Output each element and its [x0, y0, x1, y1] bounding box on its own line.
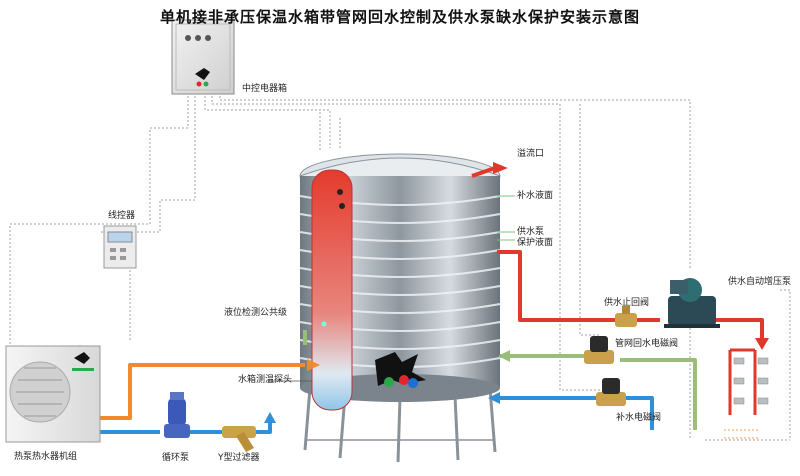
booster-pump-label: 供水自动增压泵 [728, 277, 792, 287]
protect-level-label: 保护液面 [517, 238, 554, 248]
y-filter [222, 426, 256, 452]
wire-controller [103, 225, 137, 269]
cold-pipe [100, 420, 272, 434]
hot-supply-pipe [715, 318, 764, 340]
makeup-valve-label: 补水电磁阀 [616, 413, 662, 423]
check-valve-label: 供水止回阀 [604, 298, 650, 308]
water-tank [299, 153, 501, 411]
warm-pipe [100, 363, 305, 420]
return-valve-label: 管网回水电磁阀 [615, 339, 679, 349]
y-filter-label: Y型过滤器 [218, 453, 260, 463]
diagram-title: 单机接非承压保温水箱带管网回水控制及供水泵缺水保护安装示意图 [159, 8, 640, 26]
cold-makeup-pipe [495, 396, 654, 430]
outlet-manifold [724, 348, 769, 439]
booster-pump [664, 278, 720, 328]
flow-arrows [264, 162, 769, 423]
tank-sensor-dot [408, 378, 418, 388]
level-common-label: 液位检测公共级 [224, 308, 288, 318]
return-pipe [500, 354, 697, 430]
temp-probe-label: 水箱测温探头 [238, 375, 293, 385]
heat-pump-label: 热泵热水器机组 [14, 452, 78, 462]
circulation-pump [164, 392, 190, 438]
control-box [171, 19, 235, 95]
tank-sensor-dot [384, 377, 394, 387]
return-solenoid-valve [584, 336, 614, 364]
control-box-label: 中控电器箱 [242, 84, 288, 94]
hot-overflow-pipe [471, 166, 496, 178]
supply-pump-level-label: 供水泵 [517, 227, 545, 237]
makeup-solenoid-valve [596, 378, 626, 406]
circ-pump-label: 循环泵 [162, 453, 190, 463]
hot-supply-pipe [497, 250, 660, 322]
tank-sensor-dot [399, 375, 409, 385]
wire-controller-label: 线控器 [108, 211, 136, 221]
heat-pump-unit [5, 345, 101, 443]
makeup-level-label: 补水液面 [517, 191, 554, 201]
overflow-label: 溢流口 [517, 149, 545, 159]
check-valve [615, 306, 637, 327]
